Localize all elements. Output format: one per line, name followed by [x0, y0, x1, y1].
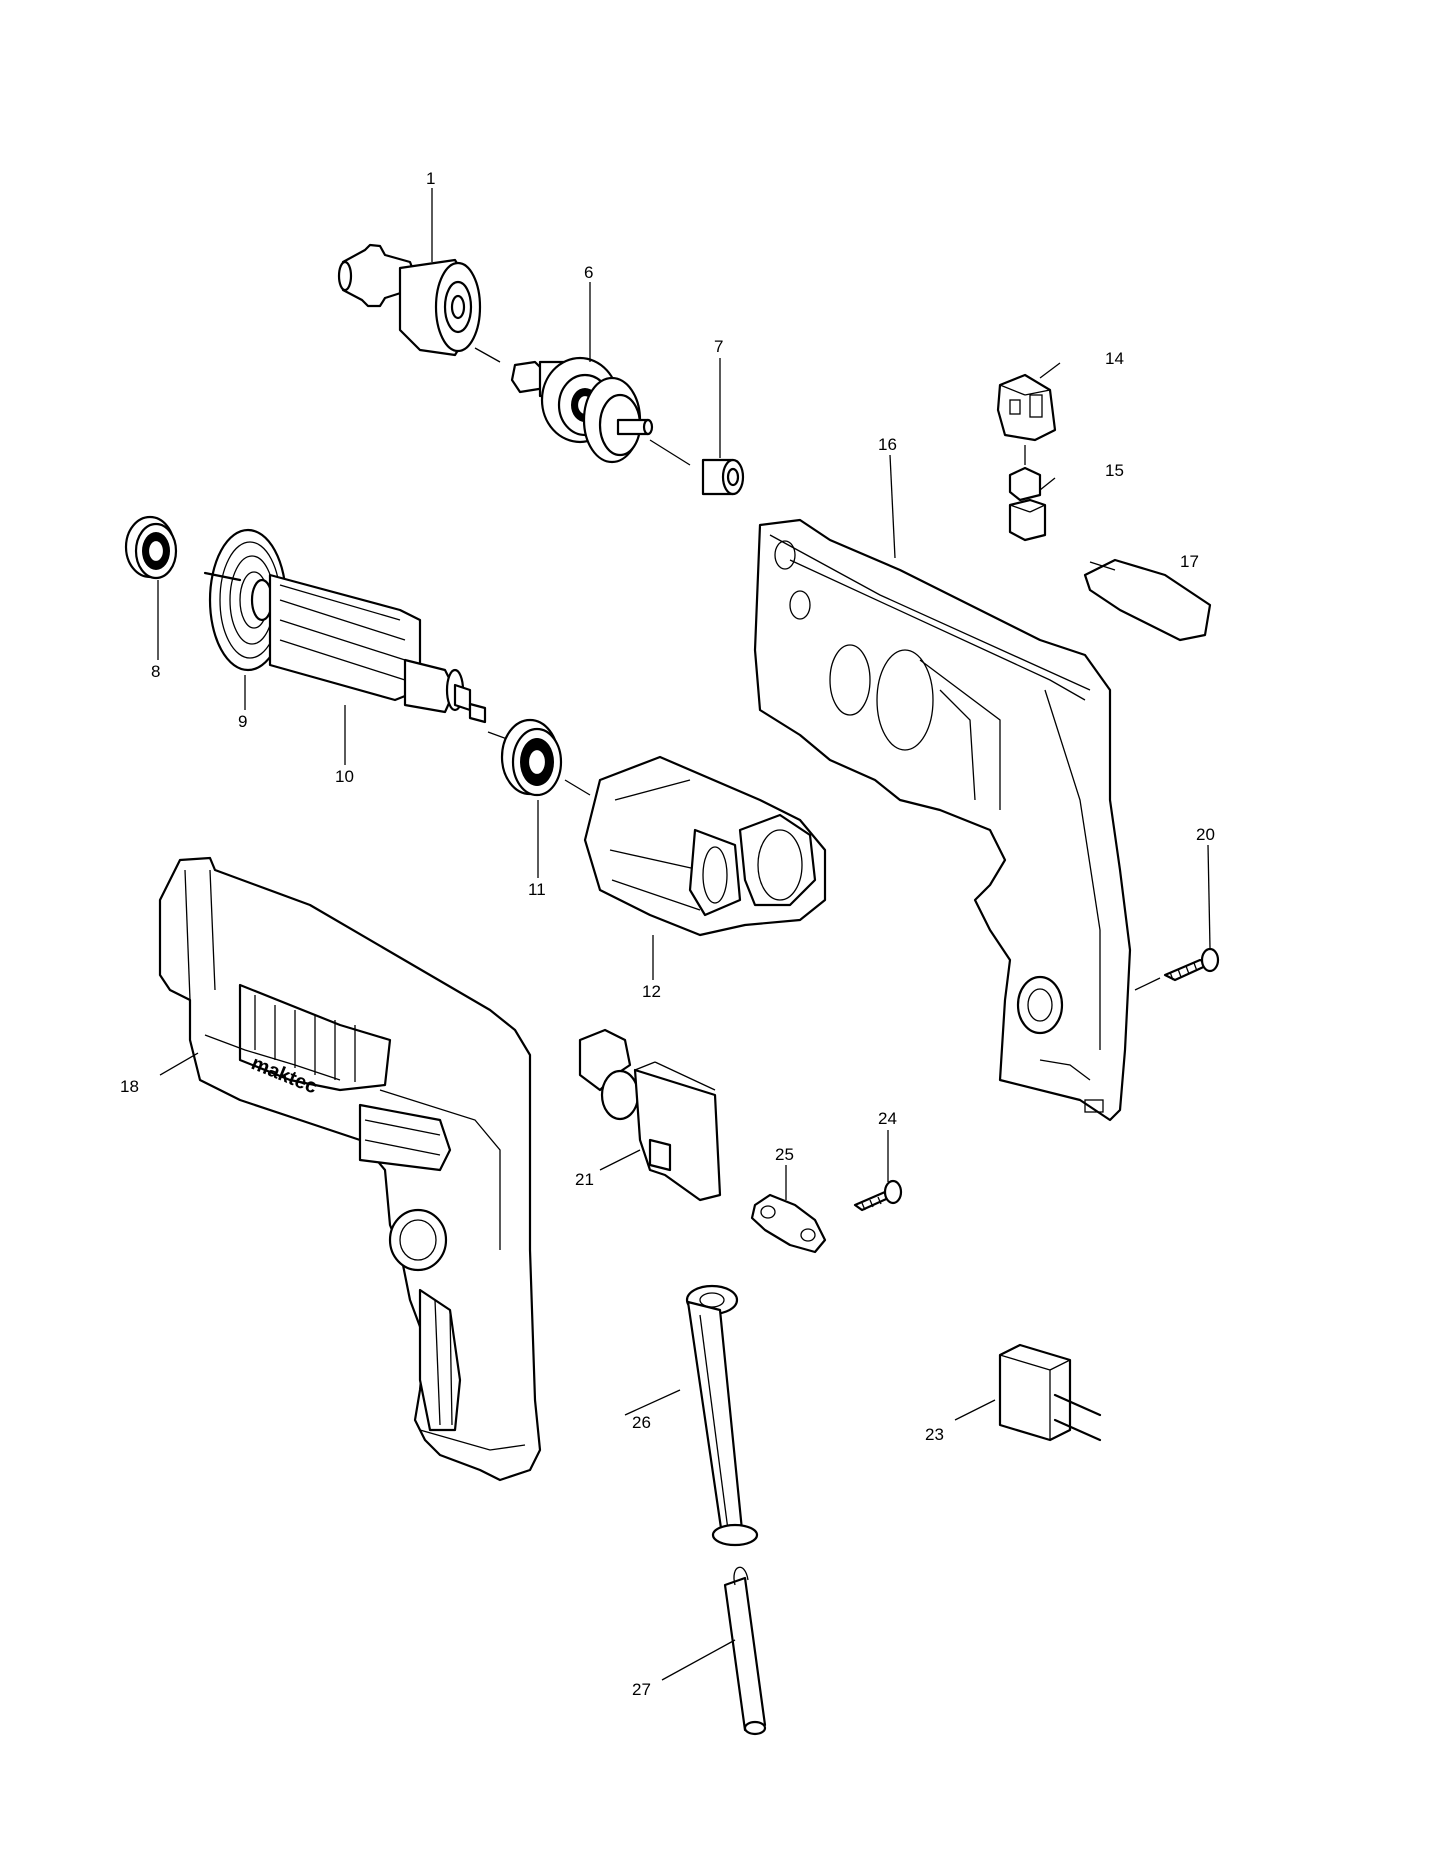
part-6-spindle-gear — [510, 356, 654, 464]
callout-7: 7 — [714, 337, 723, 356]
callout-27: 27 — [632, 1680, 651, 1699]
callout-23: 23 — [925, 1425, 944, 1444]
part-16-housing — [753, 518, 1132, 1122]
part-1-drill-chuck — [337, 243, 482, 357]
callout-1: 1 — [426, 169, 435, 188]
part-24-tapping-screw — [853, 1179, 903, 1212]
callout-26: 26 — [632, 1413, 651, 1432]
callout-17: 17 — [1180, 552, 1199, 571]
callout-9: 9 — [238, 712, 247, 731]
part-15-carbon-brush — [1008, 466, 1047, 542]
callout-24: 24 — [878, 1109, 897, 1128]
leader-chuck-to-shaft — [474, 347, 501, 363]
callout-6: 6 — [584, 263, 593, 282]
part-8-ball-bearing — [124, 515, 178, 580]
part-12-field — [583, 755, 827, 937]
leader-bearing-to-field — [564, 779, 591, 796]
callout-12: 12 — [642, 982, 661, 1001]
part-26-cord-guard — [685, 1284, 759, 1547]
part-27-power-cord — [723, 1566, 767, 1736]
callout-14: 14 — [1105, 349, 1124, 368]
callout-8: 8 — [151, 662, 160, 681]
callout-25: 25 — [775, 1145, 794, 1164]
part-20-tapping-screw — [1163, 947, 1220, 982]
callout-20: 20 — [1196, 825, 1215, 844]
part-18-housing-complete: maktec — [158, 856, 542, 1482]
part-9-fan — [208, 528, 288, 672]
part-14-brush-holder — [996, 373, 1057, 442]
leader-screw20-to-housing — [1134, 977, 1161, 991]
callout-16: 16 — [878, 435, 897, 454]
part-21-switch — [578, 1028, 722, 1202]
part-7-bushing — [701, 458, 745, 496]
callout-18: 18 — [120, 1077, 139, 1096]
leader-spindle-to-bushing — [649, 439, 691, 466]
leader-lines — [157, 188, 1211, 1681]
part-10-armature — [203, 571, 487, 724]
part-23-noise-suppressor — [998, 1343, 1102, 1442]
part-17-name-plate — [1083, 558, 1212, 642]
callout-10: 10 — [335, 767, 354, 786]
part-11-ball-bearing — [500, 718, 563, 797]
callout-labels: 1 6 7 14 15 16 17 8 9 10 11 12 20 18 21 … — [120, 169, 1215, 1699]
callout-21: 21 — [575, 1170, 594, 1189]
callout-11: 11 — [528, 880, 546, 899]
callout-15: 15 — [1105, 461, 1124, 480]
part-25-strain-relief — [750, 1193, 827, 1254]
